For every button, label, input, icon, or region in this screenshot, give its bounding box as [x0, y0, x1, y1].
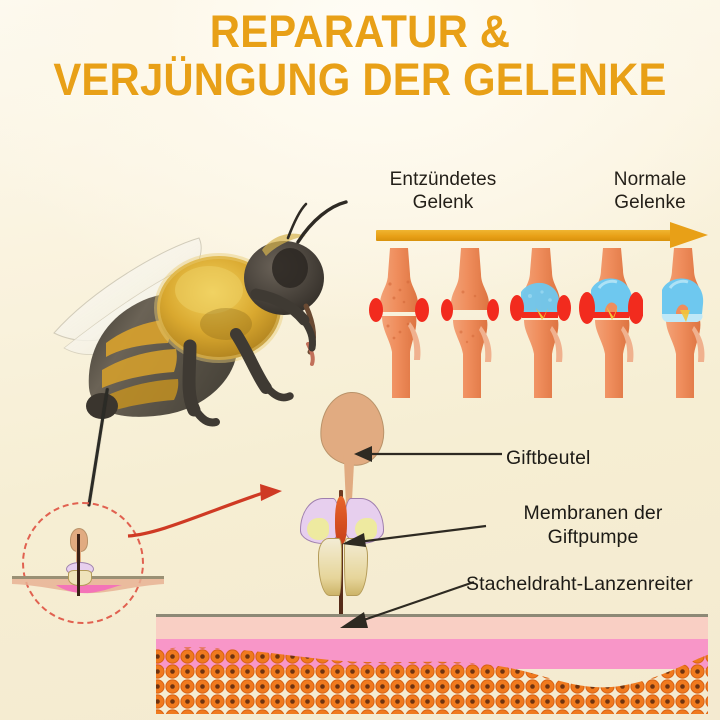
title-line-2: VERJÜNGUNG DER GELENKE	[53, 53, 667, 105]
normal-joint-label: Normale Gelenke	[580, 168, 720, 214]
normal-joint-label-line-1: Normale	[613, 169, 687, 190]
normal-joint-label-line-2: Gelenke	[614, 192, 686, 214]
zoom-callout-arrow-icon	[127, 484, 282, 538]
sting-site-inset	[10, 498, 168, 630]
inflamed-joint-label: Entzündetes Gelenk	[368, 168, 518, 214]
inset-sting-shaft	[77, 534, 80, 596]
leader-line-barbed-lancets	[340, 580, 475, 628]
label-pump-membranes-line-1: Membranen der	[523, 502, 663, 524]
epidermis-layer	[156, 617, 708, 639]
venom-sac-neck	[343, 450, 355, 512]
joint-stage-5	[650, 248, 714, 398]
inset-lancets	[68, 570, 92, 586]
leader-line-pump-membranes	[342, 524, 487, 547]
skin-cell-layer	[156, 647, 708, 714]
inset-callout-circle	[22, 502, 144, 624]
joint-stage-2	[437, 248, 501, 398]
barbed-lancet-left	[318, 538, 342, 596]
venom-pump-bulb	[335, 496, 347, 544]
inflamed-joint-label-line-2: Gelenk	[412, 192, 474, 214]
bee-image	[0, 138, 364, 507]
membrane-inner-left	[307, 518, 329, 540]
label-pump-membranes-line-2: Giftpumpe	[547, 526, 639, 549]
joint-stage-4	[579, 248, 644, 398]
joint-stage-3	[508, 248, 572, 398]
joint-stage-1	[366, 248, 430, 398]
label-pump-membranes: Membranen der Giftpumpe	[482, 501, 704, 549]
arrow-head	[670, 222, 708, 248]
membrane-inner-right	[355, 518, 377, 540]
progression-arrow-icon	[376, 222, 708, 248]
arrow-shaft	[376, 230, 672, 241]
title-line-1: REPARATUR &	[209, 6, 511, 57]
joint-progression-row	[366, 248, 714, 398]
label-venom-sac: Giftbeutel	[506, 447, 591, 469]
page-title: REPARATUR & VERJÜNGUNG DER GELENKE	[0, 8, 720, 103]
leader-line-venom-sac	[354, 446, 502, 462]
skin-surface-line	[156, 614, 708, 617]
skin-cross-section	[156, 614, 708, 720]
bee-illustration	[53, 200, 348, 427]
label-barbed-lancets: Stacheldraht-Lanzenreiter	[466, 573, 693, 595]
inflamed-joint-label-line-1: Entzündetes	[389, 169, 497, 190]
